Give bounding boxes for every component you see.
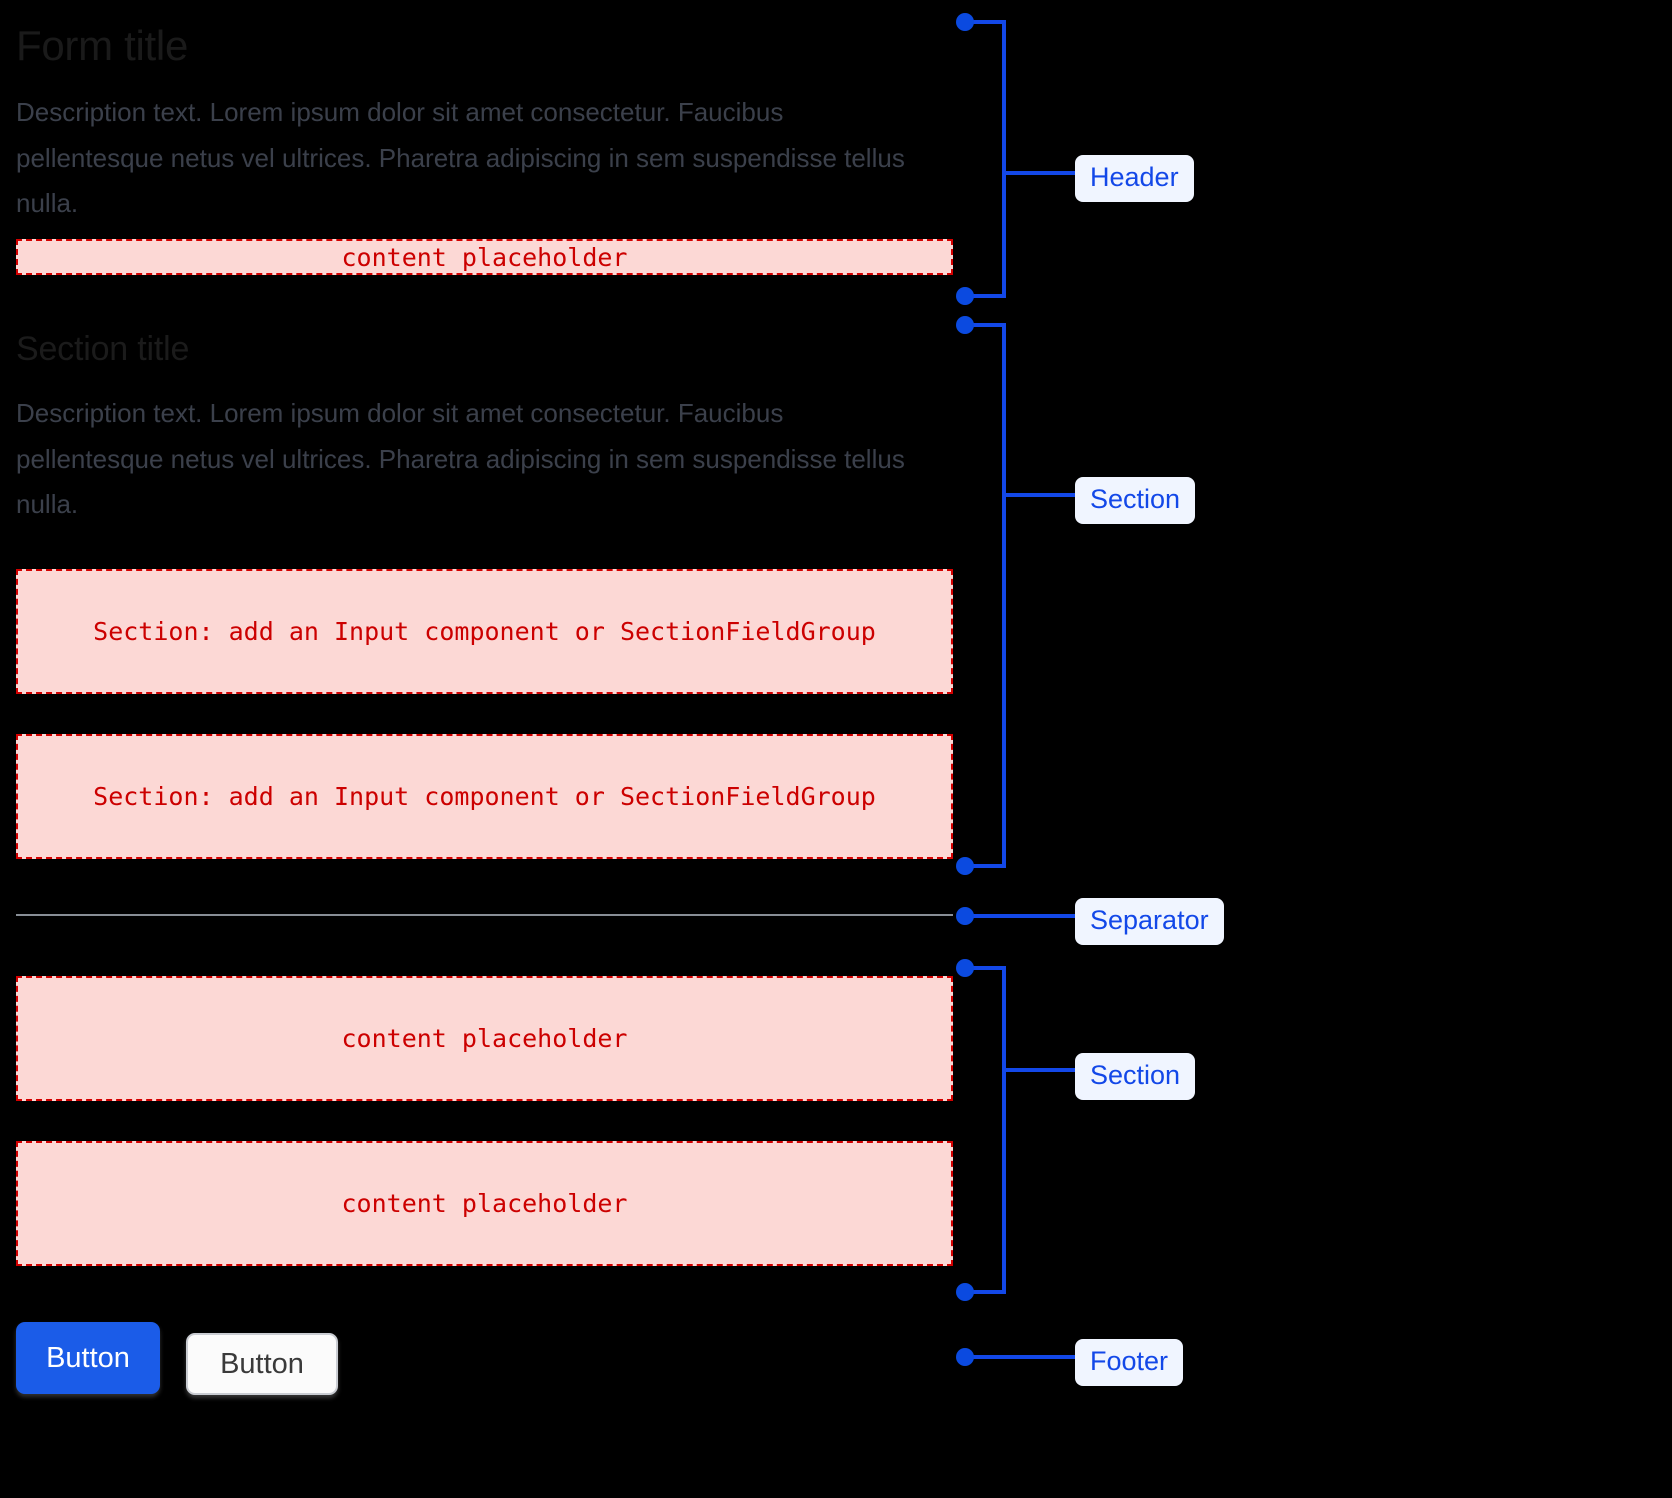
header-content-placeholder: content placeholder xyxy=(16,239,953,275)
annotation-label-section-1[interactable]: Section xyxy=(1075,477,1196,524)
section-2-anchor-dot-top xyxy=(956,959,974,977)
section-content-placeholder-1: content placeholder xyxy=(16,976,953,1101)
section-1-anchor-dot-top xyxy=(956,316,974,334)
section-content-placeholder-1-label: content placeholder xyxy=(341,1024,628,1053)
section-field-placeholder-1-label: Section: add an Input component or Secti… xyxy=(93,617,876,646)
section-field-placeholder-2-label: Section: add an Input component or Secti… xyxy=(93,782,876,811)
separator-divider xyxy=(16,914,953,916)
annotation-anchor-dots xyxy=(956,13,974,1366)
annotation-label-section-2[interactable]: Section xyxy=(1075,1053,1196,1100)
section-field-placeholder-1: Section: add an Input component or Secti… xyxy=(16,569,953,694)
section-title: Section title xyxy=(16,330,190,368)
section-2-bracket xyxy=(966,966,1006,1294)
section-content-placeholder-2: content placeholder xyxy=(16,1141,953,1266)
separator-anchor-dot xyxy=(956,907,974,925)
primary-button[interactable]: Button xyxy=(16,1322,160,1394)
footer-anchor-dot xyxy=(956,1348,974,1366)
section-2-anchor-dot-bottom xyxy=(956,1283,974,1301)
annotation-label-footer[interactable]: Footer xyxy=(1075,1339,1184,1386)
section-1-bracket xyxy=(966,323,1006,868)
page-title: Form title xyxy=(16,22,189,69)
header-content-placeholder-label: content placeholder xyxy=(341,242,628,272)
secondary-button[interactable]: Button xyxy=(186,1333,338,1395)
annotation-label-header[interactable]: Header xyxy=(1075,155,1194,202)
footer-button-row: Button Button xyxy=(16,1322,338,1395)
section-1-anchor-dot-bottom xyxy=(956,857,974,875)
form-preview-column: Form title Description text. Lorem ipsum… xyxy=(16,0,953,1498)
header-bracket xyxy=(966,20,1006,298)
section-description-text: Description text. Lorem ipsum dolor sit … xyxy=(16,398,905,519)
header-anchor-dot-top xyxy=(956,13,974,31)
annotation-label-separator[interactable]: Separator xyxy=(1075,898,1224,945)
section-field-placeholder-2: Section: add an Input component or Secti… xyxy=(16,734,953,859)
header-anchor-dot-bottom xyxy=(956,287,974,305)
section-content-placeholder-2-label: content placeholder xyxy=(341,1189,628,1218)
header-description-text: Description text. Lorem ipsum dolor sit … xyxy=(16,97,905,218)
